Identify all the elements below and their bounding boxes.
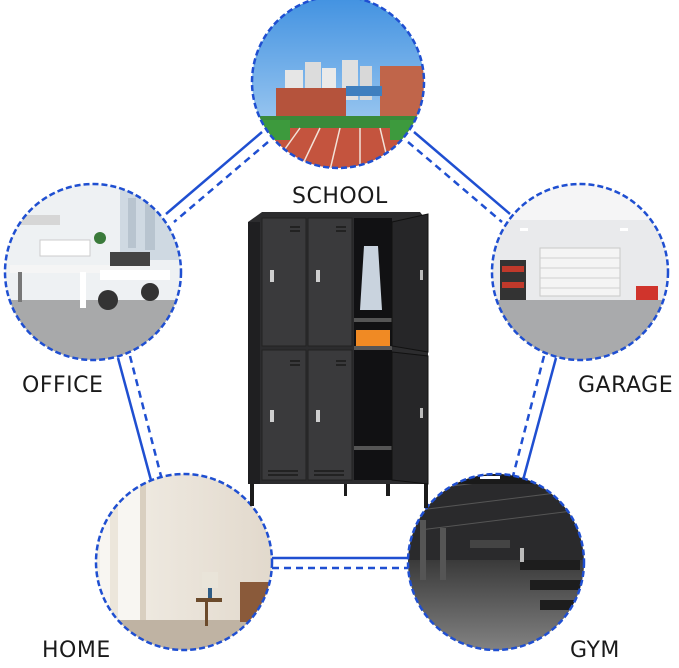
garage-circle-border	[490, 182, 670, 362]
locker-door	[307, 349, 353, 481]
locker-door	[307, 217, 353, 347]
metal-locker	[248, 212, 429, 508]
locker-door	[261, 349, 307, 481]
label-garage: GARAGE	[578, 373, 674, 398]
home-circle-border	[94, 472, 274, 652]
school-scene	[250, 0, 426, 170]
office-scene	[3, 182, 183, 362]
office-circle-border	[3, 182, 183, 362]
connector-lines	[116, 131, 558, 570]
school-circle-border	[250, 0, 426, 170]
label-school: SCHOOL	[292, 184, 388, 209]
gym-circle-border	[406, 472, 586, 652]
garage-scene	[490, 182, 670, 362]
gym-scene	[406, 472, 586, 652]
locker-door	[261, 217, 307, 347]
label-home: HOME	[42, 638, 111, 663]
label-office: OFFICE	[22, 373, 104, 398]
label-gym: GYM	[570, 638, 620, 663]
